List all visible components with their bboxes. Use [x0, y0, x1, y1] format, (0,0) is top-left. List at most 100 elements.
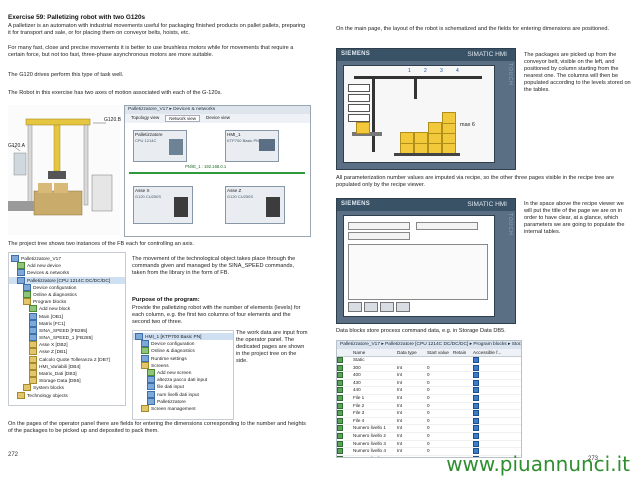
tree-item[interactable]: Add new device — [9, 262, 125, 270]
input-field[interactable] — [348, 84, 370, 92]
input-field[interactable] — [348, 114, 370, 122]
cell-name: File 3 — [353, 410, 365, 416]
tree-item[interactable]: Devices & networks — [9, 269, 125, 277]
work-data-text: The work data are input from the operato… — [236, 330, 308, 364]
tree-item[interactable]: Palletizzatore — [133, 397, 233, 405]
retain-checkbox[interactable] — [453, 372, 473, 379]
page-number-right: 273 — [588, 456, 599, 462]
recipe-button[interactable] — [396, 302, 410, 312]
tree-item[interactable]: Matrix_Dati [DB3] — [9, 370, 125, 377]
accessible-checkbox[interactable] — [473, 364, 509, 372]
accessible-checkbox[interactable] — [473, 455, 509, 457]
tree-item-label: HMI_1 [KTP700 Basic PN] — [145, 334, 202, 340]
device-name: Asse X — [135, 188, 150, 193]
retain-checkbox[interactable] — [453, 418, 473, 425]
tree-item[interactable]: Screen management — [133, 404, 233, 412]
accessible-checkbox[interactable] — [473, 417, 509, 425]
tree-item[interactable]: Screens — [133, 361, 233, 369]
accessible-checkbox[interactable] — [473, 448, 509, 455]
tree-item[interactable]: SINA_SPEED [FB285] — [9, 326, 125, 334]
recipe-button[interactable] — [364, 302, 378, 312]
tree-item[interactable]: Asse X [DB2] — [9, 341, 125, 349]
cell-value: 0 — [427, 394, 430, 400]
tree-item[interactable]: Storage Data [DB5] — [9, 377, 125, 385]
recipe-selector[interactable] — [348, 232, 410, 240]
accessible-checkbox[interactable] — [473, 379, 509, 387]
purpose-title: Purpose of the program: — [132, 297, 200, 303]
folder-icon — [17, 391, 25, 399]
tree-item[interactable]: System blocks — [9, 384, 125, 392]
tree-item[interactable]: Asse Z [DB1] — [9, 348, 125, 356]
device-asse-x[interactable]: Asse X G120 CU250S — [133, 186, 193, 224]
accessible-checkbox[interactable] — [473, 440, 509, 448]
tree-item[interactable]: Matrix [FC1] — [9, 319, 125, 327]
recipe-button[interactable] — [348, 302, 362, 312]
retain-checkbox[interactable] — [453, 387, 473, 394]
package-box — [442, 112, 456, 124]
tab-network-view[interactable]: Network view — [165, 115, 201, 122]
tree-item[interactable]: Program blocks — [9, 298, 125, 306]
retain-checkbox[interactable] — [453, 425, 473, 432]
accessible-checkbox[interactable] — [473, 402, 509, 410]
tree-item[interactable]: num livelli dati input — [133, 390, 233, 398]
tree-item[interactable]: HMI_Variabili [DB4] — [9, 362, 125, 370]
retain-checkbox[interactable] — [453, 395, 473, 402]
recipe-selector[interactable] — [416, 222, 478, 230]
tree-item[interactable]: file dati input — [133, 383, 233, 391]
retain-checkbox[interactable] — [453, 357, 473, 364]
tree-item[interactable]: Add new block — [9, 305, 125, 313]
accessible-checkbox[interactable] — [473, 410, 509, 417]
device-asse-z[interactable]: Asse Z G120 CU250S — [225, 186, 285, 224]
device-hmi[interactable]: HMI_1 KTP700 Basic PN — [225, 130, 279, 162]
tree-item[interactable]: Palletizzatore_V17 — [9, 255, 125, 262]
tree-item[interactable]: Online & diagnostics — [133, 347, 233, 355]
tree-item[interactable]: SINA_SPEED_1 [FB285] — [9, 334, 125, 342]
input-field[interactable] — [348, 94, 370, 102]
tree-item[interactable]: Device configuration — [9, 283, 125, 291]
tab-device-view[interactable]: Device view — [206, 115, 231, 120]
accessible-checkbox[interactable] — [473, 425, 509, 432]
tree-item[interactable]: Calcolo Quote Tolleranza 2 [DB7] — [9, 355, 125, 363]
accessible-checkbox[interactable] — [473, 357, 509, 364]
accessible-checkbox[interactable] — [473, 387, 509, 394]
accessible-checkbox[interactable] — [473, 394, 509, 402]
tree-item[interactable]: altezza pacco dati input — [133, 376, 233, 384]
cell-name: Static — [353, 357, 365, 362]
recipe-button[interactable] — [380, 302, 394, 312]
tree-item[interactable]: Runtime settings — [133, 354, 233, 362]
tree-item[interactable]: Main [OB1] — [9, 312, 125, 320]
tree-item[interactable]: Add new screen — [133, 368, 233, 376]
retain-checkbox[interactable] — [453, 410, 473, 417]
table-row[interactable]: Numero livello 5Int0 — [337, 455, 521, 457]
accessible-checkbox[interactable] — [473, 432, 509, 440]
device-palletizzatore[interactable]: Palletizzatore CPU 1214C — [133, 130, 187, 162]
tab-topology-view[interactable]: Topology view — [131, 115, 160, 120]
tree-item[interactable]: Palletizzatore [CPU 1214C DC/DC/DC] — [9, 276, 125, 284]
tree-item[interactable]: Technology objects — [9, 391, 125, 399]
retain-checkbox[interactable] — [453, 380, 473, 387]
input-field[interactable] — [348, 104, 370, 112]
recipe-selector[interactable] — [348, 222, 410, 230]
accessible-checkbox[interactable] — [473, 372, 509, 379]
retain-checkbox[interactable] — [453, 365, 473, 372]
recipe-table[interactable] — [348, 244, 488, 300]
tree-item[interactable]: Online & diagnostics — [9, 290, 125, 298]
tree-item[interactable]: HMI_1 [KTP700 Basic PN] — [133, 333, 233, 341]
retain-checkbox[interactable] — [453, 403, 473, 410]
tree-item[interactable]: Device configuration — [133, 340, 233, 348]
table-row[interactable]: Static — [337, 357, 521, 365]
retain-checkbox[interactable] — [453, 441, 473, 448]
retain-checkbox[interactable] — [453, 433, 473, 440]
